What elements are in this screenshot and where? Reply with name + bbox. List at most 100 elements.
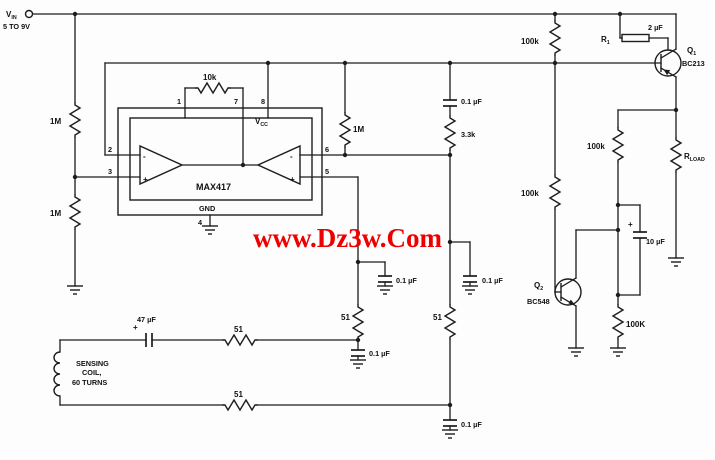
resistor-51-a: 51 <box>341 303 364 341</box>
transistor-circle-icon <box>654 49 682 77</box>
vin-label: VIN <box>6 10 17 21</box>
resistor-value: 100K <box>626 320 645 329</box>
resistor-value: 51 <box>341 313 350 322</box>
coil-label-1: SENSING <box>76 359 109 368</box>
transistor-name: Q1 <box>687 46 696 57</box>
transistor-name: Q2 <box>534 281 543 292</box>
resistor-rload: RLOAD <box>670 136 705 174</box>
transistor-part: BC548 <box>527 297 550 306</box>
resistor-icon <box>612 126 624 164</box>
cap-0u1-vcc: 0.1 µF <box>443 97 482 107</box>
cap-0u1-bottom-right: 0.1 µF <box>443 419 482 429</box>
resistor-value: 51 <box>234 325 243 334</box>
vin-terminal: VIN 5 TO 9V <box>3 9 34 31</box>
resistor-icon <box>221 399 259 411</box>
transistor-part: BC213 <box>682 59 705 68</box>
transistor-circle-icon <box>554 278 582 306</box>
resistor-value: 3.3k <box>461 130 476 139</box>
resistor-icon <box>69 101 81 139</box>
opamp-b-icon <box>256 144 301 186</box>
pin-3-label: 3 <box>108 167 112 176</box>
ground-icon <box>667 257 685 267</box>
npn-arrow-icon <box>568 299 576 306</box>
wire-segments <box>32 13 677 431</box>
ground-icon <box>609 347 627 357</box>
ground-icon <box>567 347 585 357</box>
watermark: www.Dz3w.Com <box>253 223 442 253</box>
resistor-100k-q2-base: 100k <box>521 173 561 211</box>
pin-5-label: 5 <box>325 167 329 176</box>
transistor-q2: Q2 BC548 <box>527 277 582 307</box>
resistor-icon <box>221 334 259 346</box>
ground-icon <box>66 285 84 295</box>
resistor-100k-top: 100k <box>521 19 561 57</box>
resistor-51-c: 51 <box>221 325 259 346</box>
cap-value: 0.1 µF <box>461 420 482 429</box>
resistor-icon <box>549 173 561 211</box>
cap-0u1-bottom-mid: 0.1 µF <box>351 349 390 358</box>
inductor-icon <box>53 351 61 397</box>
cap-value: 10 µF <box>646 237 665 246</box>
resistor-10k-feedback: 10k <box>194 73 232 94</box>
resistor-100k-bottom: 100K <box>612 303 645 341</box>
cap-47uf: + 47 µF <box>133 315 156 347</box>
resistor-icon <box>352 303 364 341</box>
coil-label-2: COIL, <box>82 368 101 377</box>
terminal-circle-icon <box>24 9 34 19</box>
cap-value: 0.1 µF <box>482 276 503 285</box>
pin-1-label: 1 <box>177 97 181 106</box>
pnp-arrow-icon <box>663 69 671 76</box>
cap-value: 0.1 µF <box>461 97 482 106</box>
resistor-icon <box>194 82 232 94</box>
resistor-value: 2 µF <box>648 23 663 32</box>
pin-2-label: 2 <box>108 145 112 154</box>
ic-outer-box <box>117 107 323 216</box>
resistor-box-icon <box>621 33 650 43</box>
resistor-value: 10k <box>203 73 217 82</box>
resistor-100k-collector: 100k <box>587 126 624 164</box>
resistor-icon <box>612 303 624 341</box>
pin-6-label: 6 <box>325 145 329 154</box>
transistor-q1: Q1 BC213 <box>654 46 705 78</box>
ground-icon <box>349 359 367 369</box>
resistor-value: 51 <box>433 313 442 322</box>
opamp-b-minus: - <box>290 152 293 161</box>
resistor-icon <box>670 136 682 174</box>
ic-inner-box <box>129 117 313 201</box>
ground-symbols <box>66 225 685 439</box>
sensing-coil: SENSING COIL, 60 TURNS <box>53 351 109 397</box>
opamp-a-plus: + <box>143 175 148 184</box>
pin-8-label: 8 <box>261 97 265 106</box>
ground-icon <box>441 429 459 439</box>
cap-value: 0.1 µF <box>369 349 390 358</box>
resistor-1m-mid: 1M <box>339 111 364 149</box>
resistor-value: 1M <box>50 209 61 218</box>
resistor-51-b: 51 <box>433 303 456 341</box>
resistor-name: RLOAD <box>684 152 705 163</box>
pin-7-label: 7 <box>234 97 238 106</box>
resistor-value: 51 <box>234 390 243 399</box>
resistor-name: R1 <box>601 35 610 46</box>
resistor-icon <box>69 193 81 231</box>
cap-0u1-mid-right: 0.1 µF <box>463 275 503 285</box>
opamp-a-minus: - <box>143 152 146 161</box>
cap-polarity: + <box>133 323 138 332</box>
resistor-value: 1M <box>353 125 364 134</box>
pin-4-label: 4 <box>198 218 203 227</box>
ic-part-label: MAX417 <box>196 182 231 192</box>
resistor-value: 100k <box>521 189 539 198</box>
resistor-51-d: 51 <box>221 390 259 411</box>
coil-label-3: 60 TURNS <box>72 378 107 387</box>
resistor-value: 100k <box>587 142 605 151</box>
resistor-value: 100k <box>521 37 539 46</box>
cap-value: 47 µF <box>137 315 156 324</box>
resistor-1m-left-lower: 1M <box>50 193 81 231</box>
ground-icon <box>201 225 219 235</box>
resistor-r1: R1 2 µF <box>601 23 663 46</box>
resistor-icon <box>339 111 351 149</box>
cap-value: 0.1 µF <box>396 276 417 285</box>
cap-10uf: + 10 µF <box>628 220 665 246</box>
ic-vcc-label: VCC <box>255 117 268 128</box>
